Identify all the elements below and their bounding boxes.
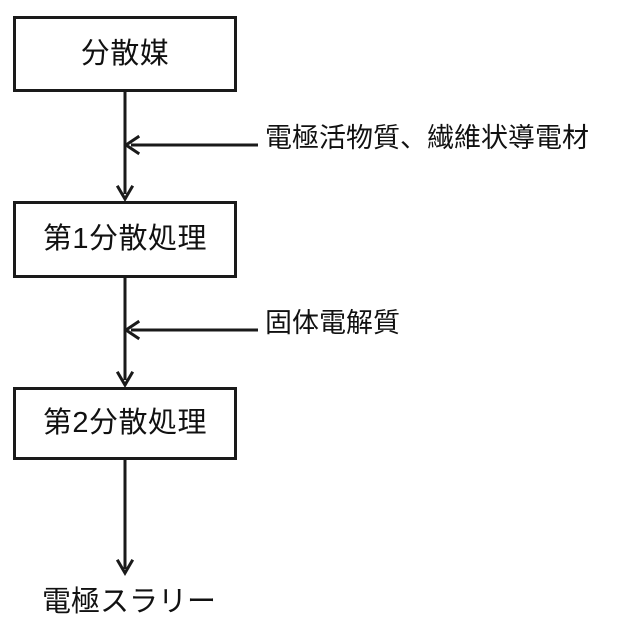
- node-dispersion-medium-label: 分散媒: [80, 37, 170, 70]
- connector-input-active-material: [123, 134, 258, 156]
- connector-second-to-output: [115, 460, 135, 576]
- connector-medium-to-first: [115, 92, 135, 202]
- connector-input-solid-electrolyte: [123, 319, 258, 341]
- output-label-electrode-slurry: 電極スラリー: [42, 586, 217, 618]
- node-dispersion-medium: 分散媒: [13, 16, 237, 92]
- side-input-label-active-material: 電極活物質、繊維状導電材: [265, 123, 589, 153]
- side-input-label-solid-electrolyte: 固体電解質: [265, 308, 400, 338]
- node-first-dispersion-treatment: 第1分散処理: [13, 201, 237, 278]
- node-second-dispersion-treatment-label: 第2分散処理: [42, 407, 208, 439]
- node-second-dispersion-treatment: 第2分散処理: [13, 387, 237, 460]
- node-first-dispersion-treatment-label: 第1分散処理: [42, 223, 208, 255]
